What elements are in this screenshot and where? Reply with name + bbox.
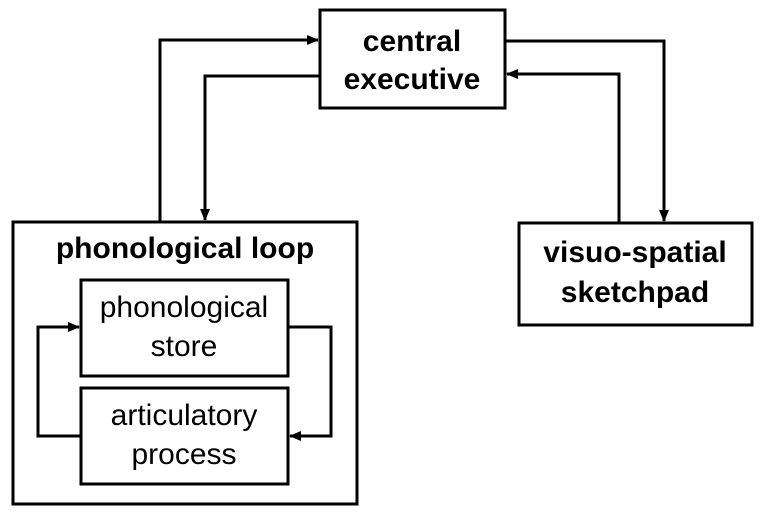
arrow-loop-to-executive — [158, 35, 319, 222]
arrow-store-to-process — [288, 325, 333, 441]
arrow-sketchpad-to-executive — [506, 69, 621, 223]
arrow-process-to-store — [36, 322, 81, 438]
visuo-spatial-sketchpad-box — [517, 221, 754, 327]
visuo-spatial-sketchpad-label-line1: visuo-spatial — [543, 236, 726, 269]
central-executive-box — [318, 8, 507, 110]
visuo-spatial-sketchpad-label-line2: sketchpad — [561, 276, 709, 309]
central-executive-label-line2: executive — [344, 63, 481, 96]
central-executive-label-line1: central — [363, 25, 461, 58]
articulatory-process-label-line1: articulatory — [111, 399, 258, 432]
phonological-loop-title: phonological loop — [56, 232, 314, 265]
articulatory-process-label-line2: process — [131, 438, 236, 471]
arrow-executive-to-loop — [200, 74, 320, 221]
phonological-store-box — [79, 278, 290, 378]
arrow-executive-to-sketchpad — [505, 39, 669, 222]
articulatory-process-box — [79, 386, 290, 486]
phonological-store-label-line1: phonological — [100, 291, 268, 324]
phonological-store-label-line2: store — [151, 330, 218, 363]
